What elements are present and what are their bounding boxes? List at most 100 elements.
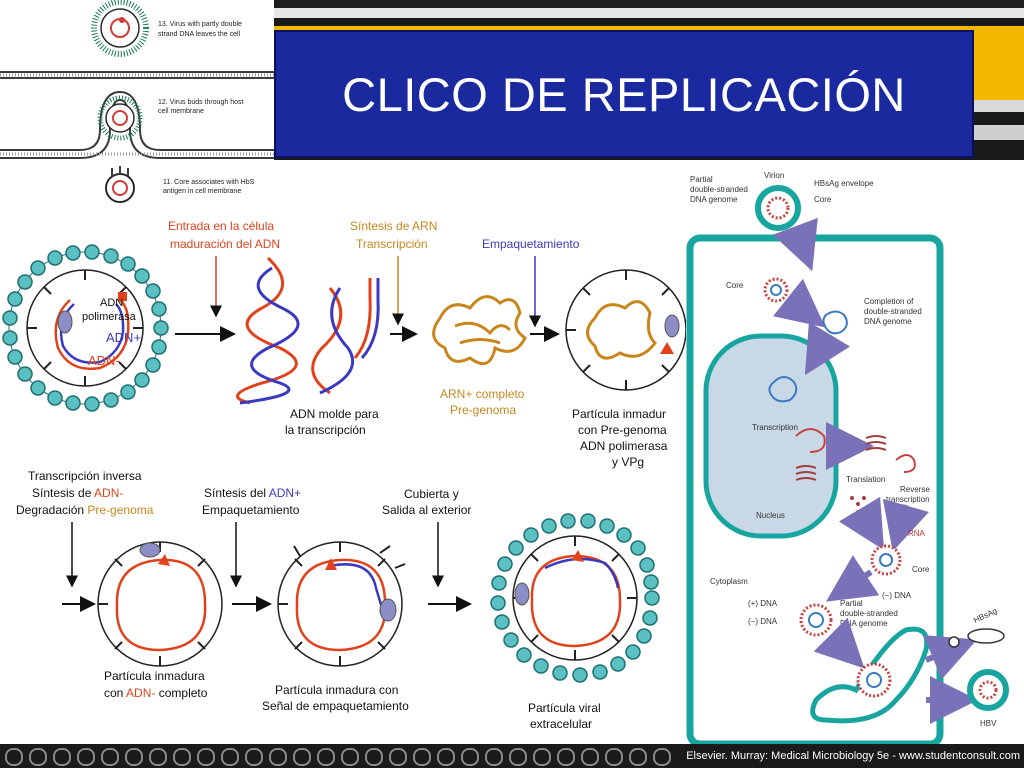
- particula-inmadur-label-2: con Pre-genoma: [578, 423, 667, 437]
- budding-diagram: 13. Virus with partly double strand DNA …: [0, 0, 274, 208]
- degradacion-label: Degradación: [16, 503, 84, 517]
- partial-label-2: double-stranded: [690, 185, 748, 194]
- hbsag-envelope-label: HBsAg envelope: [814, 179, 874, 188]
- plus-dna-label: (+) DNA: [748, 599, 778, 608]
- adn-polimerasa-label-2: polimerasa: [82, 311, 137, 323]
- rna-loop-icon: [895, 454, 916, 473]
- immature-particle-icon: [565, 269, 686, 391]
- step-12-line-2: cell membrane: [158, 108, 204, 115]
- adn-molde-label-2: la transcripción: [285, 423, 366, 437]
- cubierta-label-2: Salida al exterior: [382, 503, 471, 517]
- hbsag-sphere-icon: [948, 636, 960, 648]
- entrada-label-2: maduración del ADN: [170, 237, 280, 251]
- virion-icon: [755, 185, 801, 231]
- minus-dna-label-2: (−) DNA: [748, 617, 778, 626]
- title-box: CLICO DE REPLICACIÓN: [274, 30, 974, 158]
- arrow-right-icon: [772, 278, 826, 328]
- translation-label: Translation: [846, 475, 885, 484]
- completion-label-2: double-stranded: [864, 307, 922, 316]
- extracellular-virion-icon: [490, 513, 660, 683]
- hbsag-particle-icon: [967, 628, 1005, 644]
- film-strip-icon: [5, 748, 671, 766]
- arn-completo-label-2: Pre-genoma: [450, 403, 516, 417]
- arrow-down-icon: [813, 617, 865, 669]
- partial-b-label-2: double-stranded: [840, 609, 898, 618]
- budding-diagram-svg: 13. Virus with partly double strand DNA …: [0, 0, 274, 203]
- sintesis-arn-label-2: Transcripción: [356, 237, 428, 251]
- partial-b-label-1: Partial: [840, 599, 863, 608]
- step-13-line-1: 13. Virus with partly double: [158, 21, 242, 28]
- senal-label-1: Partícula inmadura con: [275, 683, 398, 697]
- viral-label-1: Partícula viral: [528, 701, 601, 715]
- core-icon: [763, 277, 789, 303]
- nuclear-dna-icon: [768, 376, 798, 403]
- partial-genome-core-icon: [799, 603, 833, 637]
- core-top-label: Core: [814, 195, 832, 204]
- svg-text:Degradación Pre-genoma: Degradación Pre-genoma: [16, 503, 154, 517]
- core-left-label: Core: [726, 281, 744, 290]
- dna-helix-icon: [236, 256, 380, 405]
- cubierta-label-1: Cubierta y: [404, 487, 459, 501]
- hbv-lifecycle-diagram: Partial double-stranded DNA genome Virio…: [686, 160, 1024, 744]
- core-rna-icon: [870, 544, 902, 576]
- transcription-label: Transcription: [752, 423, 798, 432]
- adn-plus-label: ADN+: [106, 330, 141, 345]
- mrna-icon: [795, 428, 826, 453]
- empaquetamiento-label: Empaquetamiento: [482, 237, 580, 251]
- arn-completo-label-1: ARN+ completo: [440, 387, 525, 401]
- source-caption: Elsevier. Murray: Medical Microbiology 5…: [686, 750, 1020, 762]
- nucleus: [703, 333, 839, 539]
- particula-inmadura-label-1: Partícula inmadura: [104, 669, 205, 683]
- particle-signal-icon: [277, 541, 406, 667]
- svg-text:Síntesis de ADN-: Síntesis de ADN-: [32, 486, 123, 500]
- reverse-label-2: transcription: [886, 495, 930, 504]
- mrna-strands-icon: [795, 465, 817, 481]
- hbv-particle-icon: [967, 669, 1009, 711]
- adn-polimerasa-label-1: ADN: [100, 297, 123, 309]
- hbv-label: HBV: [980, 719, 997, 728]
- slide-title: CLICO DE REPLICACIÓN: [342, 67, 906, 121]
- hbsag-label: HBsAg: [972, 606, 998, 625]
- core-mid-label: Core: [912, 565, 930, 574]
- rna-tangle-icon: [432, 295, 527, 366]
- cytoplasm-label: Cytoplasm: [710, 577, 748, 586]
- arrow-right-icon: [923, 635, 978, 680]
- replication-diagram: ADN polimerasa ADN+ ADN- Entrada en la c…: [0, 208, 686, 748]
- virion-entry-icon: [2, 244, 169, 412]
- step-11-line-2: antigen in cell membrane: [163, 188, 241, 195]
- particula-inmadur-label-1: Partícula inmadur: [572, 407, 666, 421]
- cytoplasm-rna-icon: [865, 435, 887, 451]
- budding-virion-icon: [856, 662, 892, 698]
- adn-minus-label: ADN-: [88, 353, 120, 368]
- pre-genoma-label: Pre-genoma: [87, 503, 153, 517]
- core-11-icon: [105, 166, 135, 203]
- er-membrane-icon: [810, 626, 930, 724]
- minus-dna-label-1: (−) DNA: [882, 591, 912, 600]
- transcripcion-inversa-label: Transcripción inversa: [28, 469, 142, 483]
- adn-minus-label-3: ADN-: [126, 686, 155, 700]
- viral-label-2: extracelular: [530, 717, 592, 731]
- senal-label-2: Señal de empaquetamiento: [262, 699, 409, 713]
- replication-diagram-svg: ADN polimerasa ADN+ ADN- Entrada en la c…: [2, 219, 686, 731]
- bottom-strip: Elsevier. Murray: Medical Microbiology 5…: [0, 744, 1024, 768]
- rna-label: RNA: [908, 529, 926, 538]
- arrow-down-icon: [838, 496, 885, 551]
- sintesis-de-label: Síntesis de: [32, 486, 92, 500]
- virion-label: Virion: [764, 171, 784, 180]
- partial-b-label-3: DNA genome: [840, 619, 888, 628]
- empaquetamiento-label-2: Empaquetamiento: [202, 503, 300, 517]
- particula-inmadur-label-4: y VPg: [612, 455, 644, 469]
- step-12-line-1: 12. Virus buds through host: [158, 99, 244, 106]
- completion-label-3: DNA genome: [864, 317, 912, 326]
- step-13-line-2: strand DNA leaves the cell: [158, 31, 241, 38]
- completion-label-1: Completion of: [864, 297, 914, 306]
- sintesis-del-label: Síntesis del: [204, 486, 266, 500]
- adn-minus-label-2: ADN-: [94, 486, 123, 500]
- con-label: con: [104, 686, 123, 700]
- partial-label-1: Partial: [690, 175, 713, 184]
- adn-molde-label-1: ADN molde para: [290, 407, 379, 421]
- svg-text:Síntesis del ADN+: Síntesis del ADN+: [204, 486, 301, 500]
- step-11-line-1: 11. Core associates with HbS: [163, 179, 255, 186]
- adn-plus-label-2: ADN+: [269, 486, 301, 500]
- completo-label: completo: [159, 686, 208, 700]
